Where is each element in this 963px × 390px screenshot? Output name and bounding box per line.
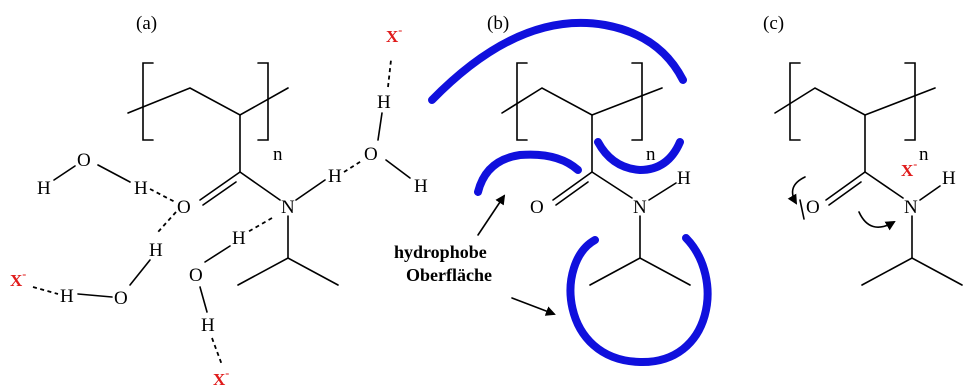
- counter-anion: X-: [901, 157, 917, 180]
- polymer-backbone: [501, 87, 663, 116]
- repeat-count: n: [646, 144, 656, 165]
- pointer-arrow: [511, 297, 556, 316]
- carbonyl-double-bond: [828, 181, 862, 206]
- water-hydrogen: H: [201, 315, 215, 336]
- carbonyl-oxygen: O: [806, 197, 820, 218]
- repeat-bracket-right: [904, 62, 916, 141]
- water-hydrogen: H: [134, 178, 148, 199]
- water-oxygen: O: [189, 265, 203, 286]
- electron-arrow: [787, 176, 806, 205]
- n-h-bond: [295, 179, 326, 201]
- water-oxygen: O: [364, 144, 378, 165]
- panel-c-label: (c): [763, 13, 784, 34]
- counter-anion: X-: [386, 23, 402, 46]
- hydrogen-bond: [387, 59, 392, 88]
- polymer-backbone: [774, 87, 936, 116]
- amide-hydrogen: H: [328, 166, 342, 187]
- panel-c: (c) n O N H X-: [763, 13, 963, 286]
- n-h-bond: [919, 185, 941, 201]
- hydrogen-bond: [32, 286, 59, 295]
- polymer-backbone: [127, 87, 289, 116]
- amide-nitrogen: N: [904, 197, 918, 218]
- water-hydrogen: H: [414, 176, 428, 197]
- hydrogen-bond: [157, 211, 177, 233]
- amide-bond: [239, 171, 281, 201]
- o-h-bond: [385, 159, 411, 179]
- hydrophobic-arc: [474, 150, 582, 196]
- carbonyl-double-bond: [555, 181, 589, 206]
- o-h-bond: [204, 245, 231, 263]
- carbonyl-bond: [199, 171, 241, 201]
- amide-hydrogen: H: [677, 168, 691, 189]
- hydrogen-bond: [211, 337, 223, 366]
- repeat-bracket-left: [142, 62, 154, 141]
- water-hydrogen: H: [149, 240, 163, 261]
- water-oxygen: O: [114, 288, 128, 309]
- o-h-bond: [97, 164, 131, 183]
- isopropyl-group: [589, 257, 691, 286]
- o-h-bond: [77, 293, 113, 298]
- repeat-count: n: [919, 144, 929, 165]
- water-hydrogen: H: [60, 286, 74, 307]
- repeat-bracket-right: [631, 62, 643, 141]
- hydrogen-bond: [245, 217, 273, 234]
- water-hydrogen: H: [37, 178, 51, 199]
- panel-b: (b) n O N H hydrophobe Oberfläche: [394, 13, 712, 367]
- amide-bond: [864, 171, 904, 199]
- panel-b-label: (b): [487, 13, 509, 34]
- carbonyl-bond: [552, 171, 593, 201]
- o-h-bond: [129, 259, 151, 286]
- water-hydrogen: H: [232, 228, 246, 249]
- carbonyl-oxygen: O: [530, 197, 544, 218]
- isopropyl-group: [237, 257, 339, 286]
- repeat-bracket-right: [257, 62, 269, 141]
- pointer-arrow: [477, 194, 506, 236]
- panel-a: (a) n O N H O H H X- H O H: [10, 13, 428, 389]
- amide-nitrogen: N: [281, 197, 295, 218]
- hydrophobic-arc: [594, 138, 684, 175]
- hydrophobic-arc: [428, 18, 687, 104]
- o-h-bond: [199, 286, 208, 313]
- hydrogen-bond: [343, 159, 364, 173]
- amide-nitrogen: N: [633, 197, 647, 218]
- o-h-bond: [377, 112, 383, 141]
- hydrophobic-label-line1: hydrophobe: [394, 242, 487, 262]
- isopropyl-group: [861, 257, 963, 286]
- counter-anion: X-: [213, 366, 229, 389]
- amide-hydrogen: H: [942, 168, 956, 189]
- hydrophobic-arc: [566, 234, 712, 367]
- panel-a-label: (a): [136, 13, 157, 34]
- counter-anion: X-: [10, 267, 26, 290]
- n-h-bond: [648, 182, 677, 201]
- lone-pair: [799, 199, 805, 220]
- carbonyl-oxygen: O: [177, 197, 191, 218]
- electron-arrow: [858, 211, 896, 231]
- amide-bond: [591, 171, 633, 199]
- water-oxygen: O: [77, 150, 91, 171]
- repeat-count: n: [273, 144, 283, 165]
- carbonyl-double-bond: [202, 181, 237, 206]
- o-h-bond: [53, 165, 76, 181]
- water-hydrogen: H: [377, 92, 391, 113]
- repeat-bracket-left: [516, 62, 528, 141]
- hydrogen-bond: [149, 188, 176, 203]
- carbonyl-bond: [825, 171, 866, 201]
- hydrophobic-label-line2: Oberfläche: [406, 265, 492, 285]
- repeat-bracket-left: [789, 62, 801, 141]
